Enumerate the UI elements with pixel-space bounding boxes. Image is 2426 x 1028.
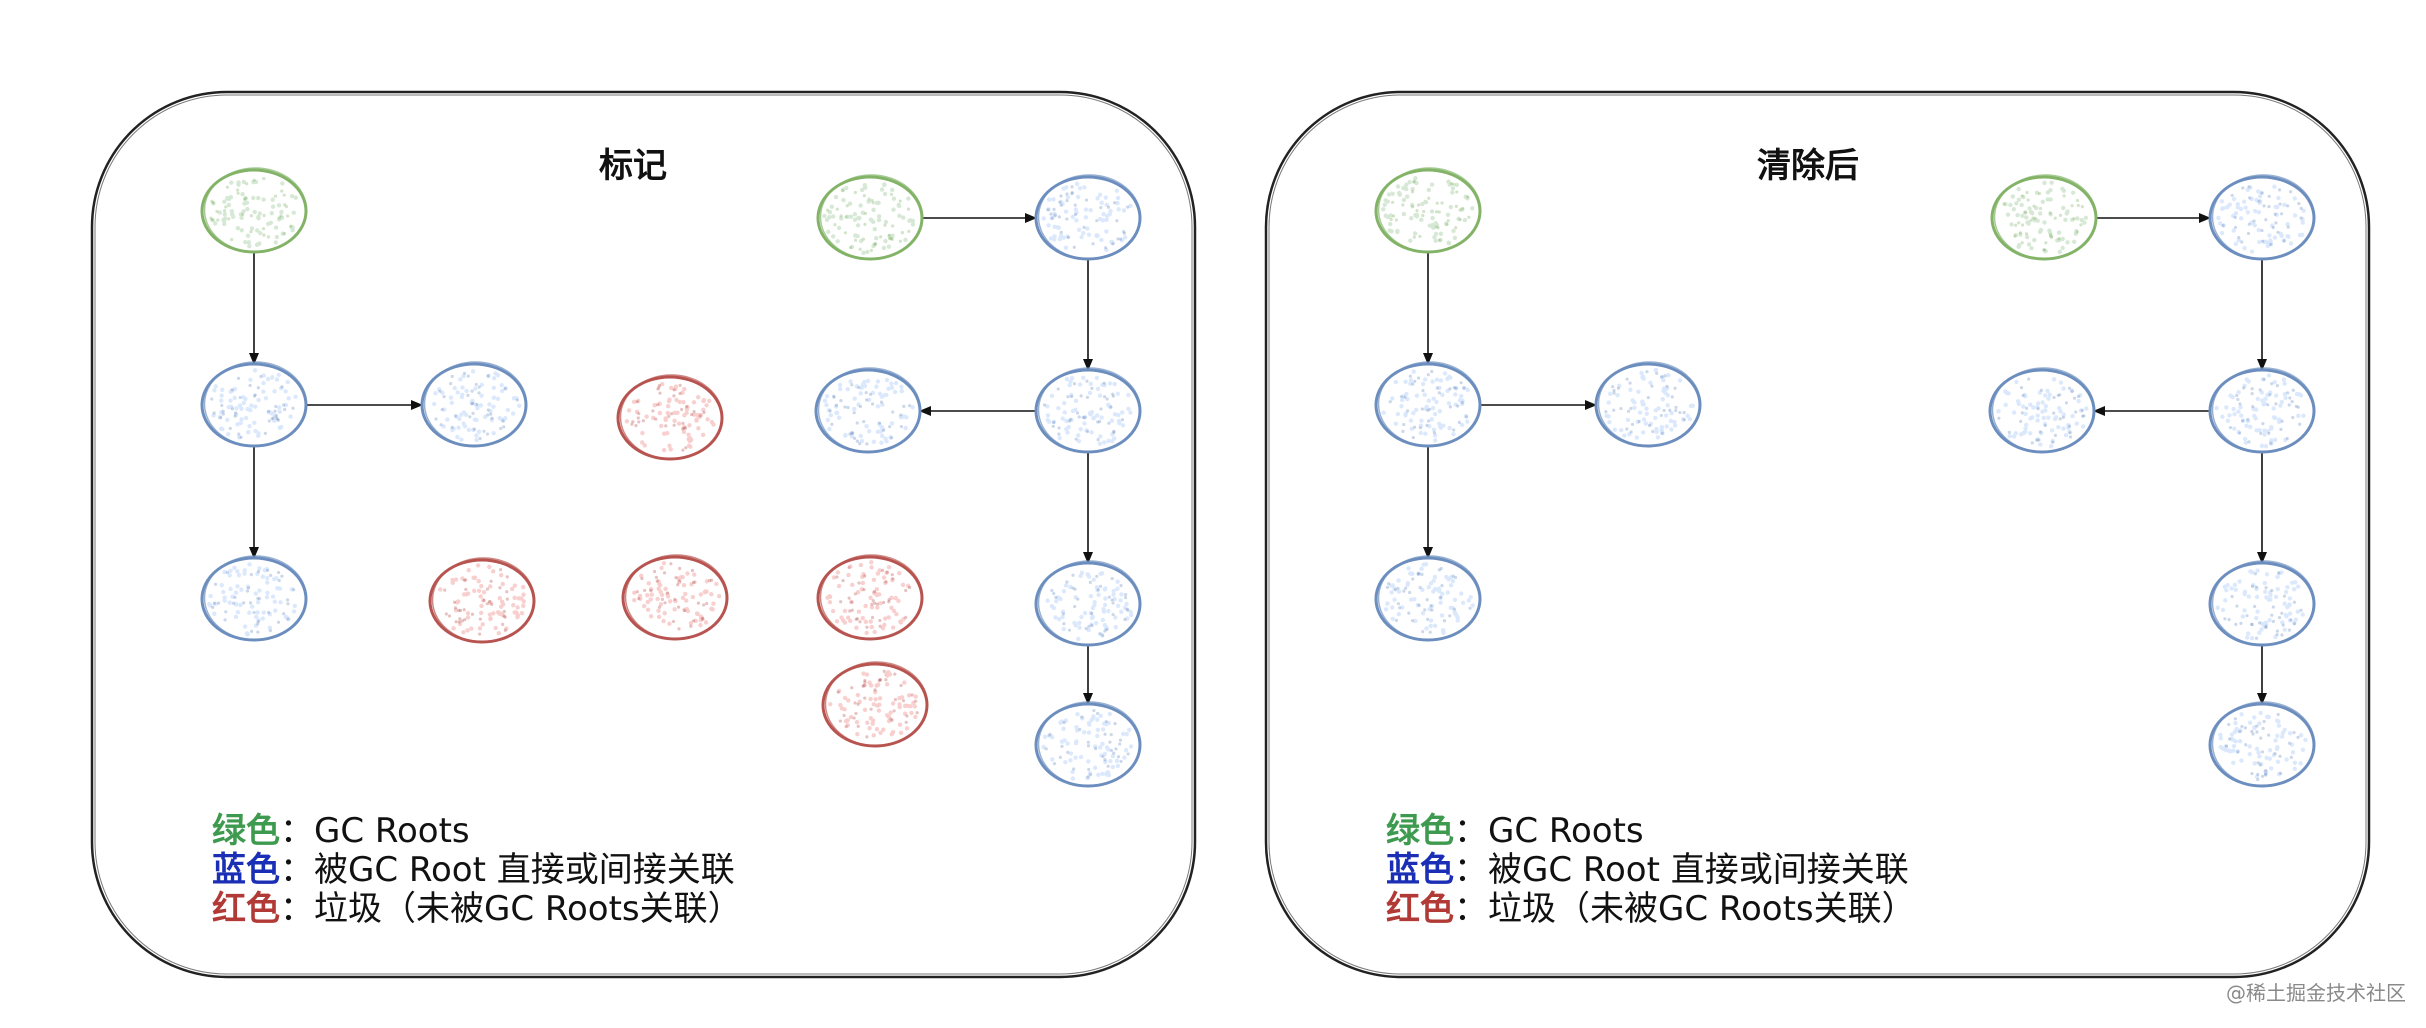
legend-green-text: ：GC Roots <box>1454 811 1644 851</box>
blue-object-node <box>1374 555 1482 642</box>
blue-object-node <box>814 367 922 454</box>
blue-object-node <box>200 361 308 448</box>
legend-blue-text: ：被GC Root 直接或间接关联 <box>280 850 735 890</box>
blue-object-node <box>1034 367 1142 454</box>
legend: 绿色：GC Roots 蓝色：被GC Root 直接或间接关联 红色：垃圾（未被… <box>1386 811 1916 929</box>
legend-green: 绿色：GC Roots <box>212 811 470 851</box>
blue-object-node <box>1034 174 1142 261</box>
blue-object-node <box>2208 174 2316 261</box>
blue-object-node <box>2208 367 2316 454</box>
blue-object-node <box>1034 701 1142 788</box>
legend-red-key: 红色 <box>212 889 280 929</box>
legend-green-key: 绿色 <box>212 811 280 851</box>
blue-object-node <box>1374 361 1482 448</box>
panel-sweep: 清除后 绿色：GC Roots 蓝色：被GC Root 直接或间接关联 红色：垃… <box>1264 90 2371 979</box>
edge-layer <box>1423 213 2267 705</box>
panel-mark: 标记 绿色：GC Roots 蓝色：被GC Root 直接或间接关联 红色：垃圾… <box>90 90 1197 979</box>
legend-red-key: 红色 <box>1386 889 1454 929</box>
panel-frame <box>90 90 1197 979</box>
blue-object-node <box>200 555 308 642</box>
legend-green-key: 绿色 <box>1386 811 1454 851</box>
red-object-node <box>816 554 924 641</box>
green-object-node <box>200 167 308 254</box>
blue-object-node <box>2208 560 2316 647</box>
edge-layer <box>249 213 1093 705</box>
legend-red-text: ：垃圾（未被GC Roots关联） <box>280 889 742 929</box>
panel-title: 清除后 <box>1757 146 1859 186</box>
blue-object-node <box>2208 701 2316 788</box>
blue-object-node <box>420 361 528 448</box>
legend: 绿色：GC Roots 蓝色：被GC Root 直接或间接关联 红色：垃圾（未被… <box>212 811 742 929</box>
legend-green: 绿色：GC Roots <box>1386 811 1644 851</box>
blue-object-node <box>1988 367 2096 454</box>
red-object-node <box>621 554 729 641</box>
panel-title: 标记 <box>599 146 667 186</box>
legend-blue: 蓝色：被GC Root 直接或间接关联 <box>212 850 735 890</box>
red-object-node <box>821 661 929 748</box>
green-object-node <box>816 174 924 261</box>
red-object-node <box>428 557 536 644</box>
legend-blue-key: 蓝色 <box>1386 850 1454 890</box>
legend-red: 红色：垃圾（未被GC Roots关联） <box>212 889 742 929</box>
legend-red-text: ：垃圾（未被GC Roots关联） <box>1454 889 1916 929</box>
green-object-node <box>1374 167 1482 254</box>
blue-object-node <box>1594 361 1702 448</box>
node-layer <box>200 167 1142 788</box>
node-layer <box>1374 167 2316 788</box>
red-object-node <box>616 374 724 461</box>
legend-blue-text: ：被GC Root 直接或间接关联 <box>1454 850 1909 890</box>
legend-blue-key: 蓝色 <box>212 850 280 890</box>
legend-green-text: ：GC Roots <box>280 811 470 851</box>
green-object-node <box>1990 174 2098 261</box>
blue-object-node <box>1034 560 1142 647</box>
panel-frame <box>1264 90 2371 979</box>
watermark: @稀土掘金技术社区 <box>2226 981 2406 1005</box>
legend-red: 红色：垃圾（未被GC Roots关联） <box>1386 889 1916 929</box>
legend-blue: 蓝色：被GC Root 直接或间接关联 <box>1386 850 1909 890</box>
